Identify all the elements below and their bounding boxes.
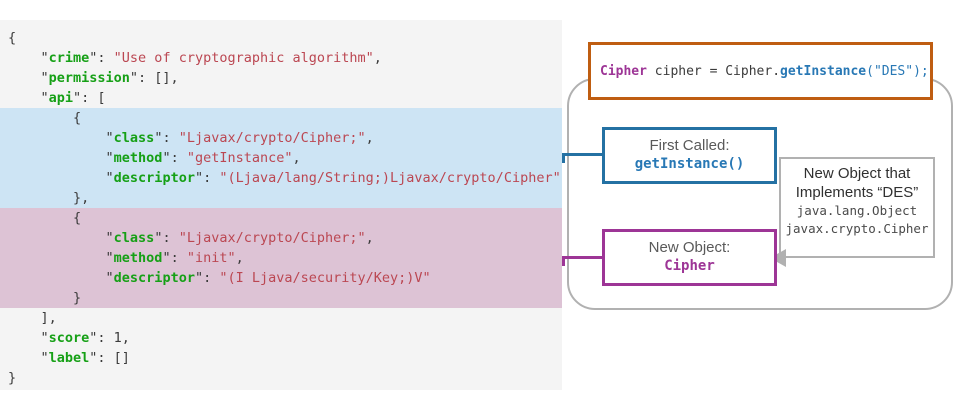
code-token: " [8, 250, 114, 266]
code-line: ], [0, 308, 562, 328]
info-mono-object: java.lang.Object [796, 203, 918, 218]
code-token: } [8, 370, 17, 386]
info-box: New Object that Implements “DES” java.la… [779, 157, 935, 258]
code-token: , [235, 250, 244, 266]
code-token: method [113, 250, 163, 266]
code-token: "getInstance" [186, 150, 293, 166]
info-line-2: Implements “DES” [795, 184, 919, 201]
connector-init-stub [562, 256, 565, 266]
code-line: "method": "getInstance", [0, 148, 562, 168]
code-line: { [0, 108, 562, 128]
code-line: "score": 1, [0, 328, 562, 348]
code-token: Cipher [600, 63, 647, 79]
info-line-1: New Object that [803, 165, 911, 182]
code-token: " [8, 270, 114, 286]
code-token: " [8, 50, 49, 66]
code-token: , [373, 50, 382, 66]
code-token: permission [48, 70, 130, 86]
code-line: "label": [] [0, 348, 562, 368]
code-token: ": [162, 150, 187, 166]
code-token: }, [8, 190, 90, 206]
code-token: class [113, 230, 155, 246]
code-token: ": [], [129, 70, 179, 86]
statement-box: Cipher cipher = Cipher.getInstance("DES"… [588, 42, 933, 100]
code-line: "class": "Ljavax/crypto/Cipher;", [0, 228, 562, 248]
code-token: "Ljavax/crypto/Cipher;" [178, 230, 366, 246]
code-token: getInstance [780, 63, 867, 79]
code-token: ": [ [73, 90, 106, 106]
code-token: "Use of cryptographic algorithm" [113, 50, 374, 66]
code-token: , [365, 230, 374, 246]
code-line: "descriptor": "(I Ljava/security/Key;)V" [0, 268, 562, 288]
code-line: { [0, 208, 562, 228]
info-mono-cipher: javax.crypto.Cipher [785, 221, 929, 236]
code-token: descriptor [113, 170, 195, 186]
code-token: { [8, 110, 82, 126]
json-code: { "crime": "Use of cryptographic algorit… [0, 20, 562, 388]
code-token: "(Ljava/lang/String;)Ljavax/crypto/Ciphe… [219, 170, 561, 186]
code-token: " [8, 170, 114, 186]
code-token: ": [89, 50, 114, 66]
code-line: "method": "init", [0, 248, 562, 268]
code-token: { [8, 210, 82, 226]
code-token: method [113, 150, 163, 166]
code-line: "class": "Ljavax/crypto/Cipher;", [0, 128, 562, 148]
code-line: "permission": [], [0, 68, 562, 88]
code-token: ("DES"); [866, 63, 929, 79]
code-line: "api": [ [0, 88, 562, 108]
code-token: ": [162, 250, 187, 266]
code-token: ": [194, 170, 220, 186]
new-object-class: Cipher [664, 258, 715, 274]
statement-code: Cipher cipher = Cipher.getInstance("DES"… [600, 64, 929, 79]
code-token: " [8, 330, 49, 346]
code-token: "init" [186, 250, 236, 266]
code-token: " [8, 350, 49, 366]
code-line: { [0, 28, 562, 48]
code-token: ": 1, [89, 330, 130, 346]
new-object-label: New Object: [648, 239, 731, 256]
code-line: }, [0, 188, 562, 208]
code-token: " [8, 150, 114, 166]
code-token: , [292, 150, 301, 166]
code-token: score [48, 330, 90, 346]
code-line: "crime": "Use of cryptographic algorithm… [0, 48, 562, 68]
code-token: , [365, 130, 374, 146]
connector-getinstance-line [562, 153, 605, 156]
json-panel: { "crime": "Use of cryptographic algorit… [0, 20, 562, 390]
connector-getinstance-stub [562, 153, 565, 163]
code-token: ": [] [89, 350, 130, 366]
code-token: ": [154, 130, 179, 146]
first-called-box: First Called: getInstance() [602, 127, 777, 184]
code-token: " [8, 90, 49, 106]
code-token: " [8, 130, 114, 146]
code-token: ": [194, 270, 220, 286]
code-token: " [8, 230, 114, 246]
code-token: crime [48, 50, 90, 66]
connector-init-line [562, 256, 605, 259]
code-token: ], [8, 310, 57, 326]
code-token: " [8, 70, 49, 86]
code-token: descriptor [113, 270, 195, 286]
code-line: } [0, 368, 562, 388]
new-object-box: New Object: Cipher [602, 229, 777, 286]
first-called-method: getInstance() [634, 156, 745, 172]
code-line: "descriptor": "(Ljava/lang/String;)Ljava… [0, 168, 562, 188]
code-token: } [8, 290, 82, 306]
code-token: "Ljavax/crypto/Cipher;" [178, 130, 366, 146]
code-token: cipher = Cipher. [646, 63, 781, 79]
code-token: { [8, 30, 17, 46]
code-line: } [0, 288, 562, 308]
first-called-label: First Called: [649, 137, 730, 154]
code-token: label [48, 350, 90, 366]
code-token: "(I Ljava/security/Key;)V" [219, 270, 431, 286]
code-token: api [48, 90, 74, 106]
code-token: class [113, 130, 155, 146]
code-token: ": [154, 230, 179, 246]
